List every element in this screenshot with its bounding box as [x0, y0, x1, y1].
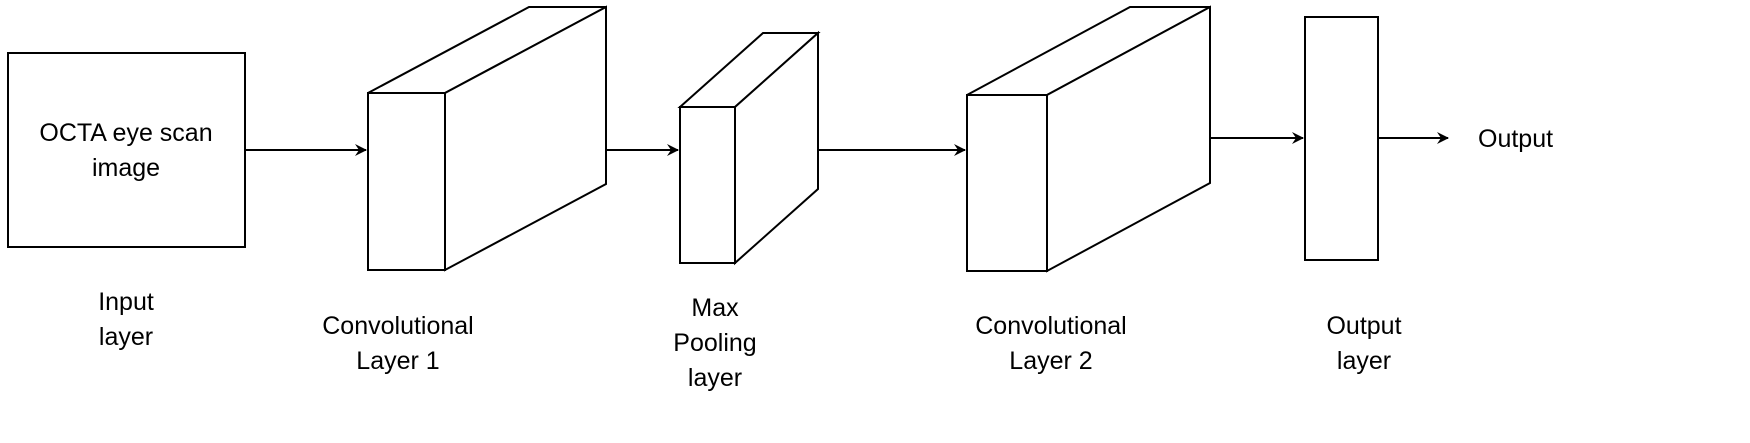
- conv-layer-2-front-face: [966, 94, 1048, 272]
- output-layer-caption: Output layer: [1326, 312, 1401, 375]
- output-layer-node: [1304, 16, 1379, 261]
- input-box-text-line-2: image: [92, 154, 160, 182]
- input-layer-node: OCTA eye scan image: [7, 52, 246, 248]
- conv-layer-2-caption: Convolutional Layer 2: [975, 312, 1127, 375]
- conv-layer-2-node: [966, 5, 1211, 273]
- output-layer-caption-line-1: Output: [1326, 312, 1401, 340]
- pooling-layer-node: [677, 30, 821, 266]
- output-terminal-label: Output: [1478, 125, 1553, 153]
- input-caption-line-1: Input: [98, 288, 154, 316]
- output-layer-box: [1304, 16, 1379, 261]
- input-box-text-line-1: OCTA eye scan: [39, 119, 212, 147]
- pooling-layer-caption: Max Pooling layer: [673, 294, 756, 392]
- input-caption-line-2: layer: [99, 323, 153, 351]
- pooling-layer-front-face: [679, 106, 736, 264]
- conv1-caption-line-2: Layer 1: [356, 347, 439, 375]
- input-layer-box: [7, 52, 246, 248]
- input-layer-caption: Input layer: [98, 288, 154, 351]
- conv2-caption-line-2: Layer 2: [1009, 347, 1092, 375]
- pool-caption-line-2: Pooling: [673, 329, 756, 357]
- conv-layer-1-caption: Convolutional Layer 1: [322, 312, 474, 375]
- conv1-caption-line-1: Convolutional: [322, 312, 474, 340]
- conv-layer-1-node: [367, 5, 607, 272]
- conv-layer-1-front-face: [367, 92, 446, 271]
- pool-caption-line-1: Max: [691, 294, 739, 322]
- conv2-caption-line-1: Convolutional: [975, 312, 1127, 340]
- pool-caption-line-3: layer: [688, 364, 742, 392]
- output-layer-caption-line-2: layer: [1337, 347, 1391, 375]
